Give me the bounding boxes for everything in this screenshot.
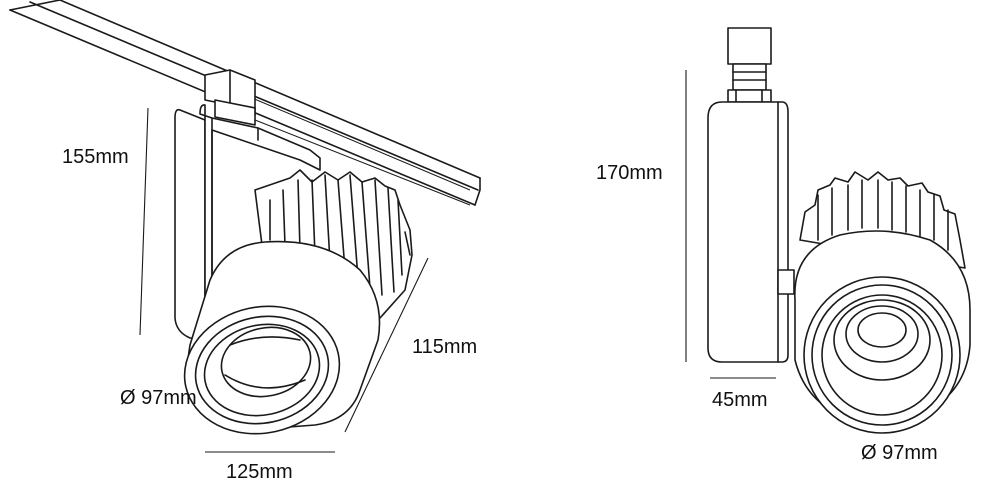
left-depth-label: 115mm (412, 336, 478, 358)
side-adapter (727, 27, 772, 103)
side-bracket (707, 101, 795, 363)
left-height-label: 155mm (62, 146, 129, 168)
right-diameter-label: Ø 97mm (861, 442, 938, 464)
mounting-bracket (174, 104, 321, 339)
left-diameter-label: Ø 97mm (120, 387, 197, 409)
heat-sink-fins (254, 169, 413, 319)
right-view-side (685, 27, 971, 434)
lamp-housing (183, 240, 381, 435)
left-dimension-lines (139, 107, 429, 453)
right-height-label: 170mm (596, 162, 663, 184)
track-adapter (204, 69, 256, 126)
right-dimension-lines (685, 70, 776, 379)
right-thickness-label: 45mm (712, 389, 768, 411)
side-housing (794, 230, 971, 434)
left-width-label: 125mm (226, 461, 293, 483)
left-view-perspective (9, 0, 481, 453)
